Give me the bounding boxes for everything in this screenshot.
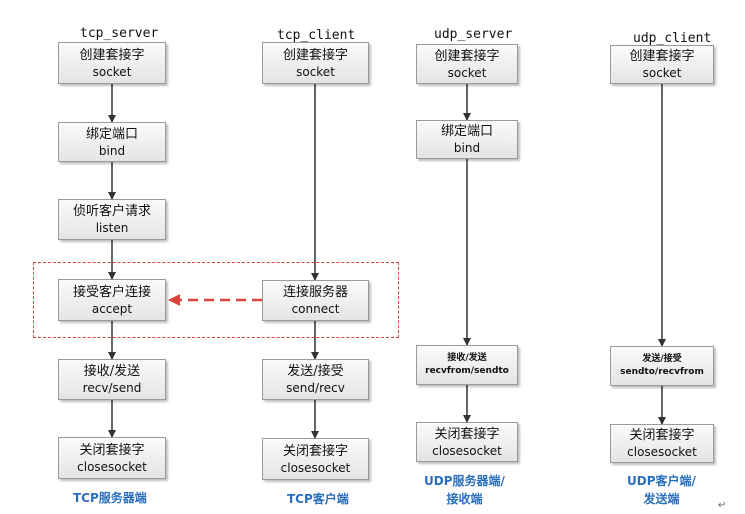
udp-server-recvfrom-box: 接收/发送 recvfrom/sendto xyxy=(416,345,518,385)
step-function: bind xyxy=(453,141,481,155)
tcp-client-socket-box: 创建套接字 socket xyxy=(262,42,369,84)
step-label: 创建套接字 xyxy=(282,47,348,63)
udp-server-socket-box: 创建套接字 socket xyxy=(416,44,518,84)
step-function: socket xyxy=(296,64,335,79)
step-function: socket xyxy=(447,65,487,80)
step-label: 创建套接字 xyxy=(629,49,695,64)
udp-server-bind-box: 绑定端口 bind xyxy=(416,120,518,159)
footer-line: UDP服务器端/ xyxy=(424,474,505,488)
step-function: socket xyxy=(92,64,132,79)
udp-client-title: udp_client xyxy=(633,31,712,46)
udp-client-close-box: 关闭套接字 closesocket xyxy=(610,424,714,463)
step-label: 创建套接字 xyxy=(79,47,145,63)
step-label: 关闭套接字 xyxy=(434,426,500,442)
step-function: send/recv xyxy=(286,381,345,395)
udp-server-footer: UDP服务器端/ 接收端 xyxy=(424,472,505,508)
step-label: 发送/接受 xyxy=(642,354,682,364)
udp-client-socket-box: 创建套接字 socket xyxy=(610,45,714,84)
step-label: 绑定端口 xyxy=(440,124,493,139)
tcp-server-recv-box: 接收/发送 recv/send xyxy=(58,359,166,400)
tcp-server-accept-box: 接受客户连接 accept xyxy=(58,279,166,321)
udp-server-close-box: 关闭套接字 closesocket xyxy=(416,422,518,462)
tcp-server-close-box: 关闭套接字 closesocket xyxy=(58,437,166,479)
tcp-client-send-box: 发送/接受 send/recv xyxy=(262,359,369,400)
udp-client-sendto-box: 发送/接受 sendto/recvfrom xyxy=(610,346,714,386)
footer-line: UDP客户端/ xyxy=(627,474,696,488)
step-label: 接收/发送 xyxy=(83,364,141,379)
footer-line: 接收端 xyxy=(446,492,483,506)
step-function: closesocket xyxy=(280,460,351,475)
step-label: 关闭套接字 xyxy=(629,428,695,443)
step-function: sendto/recvfrom xyxy=(620,367,704,377)
step-function: bind xyxy=(98,143,126,158)
step-label: 连接服务器 xyxy=(282,285,348,300)
step-label: 关闭套接字 xyxy=(282,443,348,459)
tcp-client-footer: TCP客户端 xyxy=(287,492,349,506)
step-label: 接受客户连接 xyxy=(72,284,151,300)
step-label: 发送/接受 xyxy=(287,364,344,379)
step-label: 关闭套接字 xyxy=(79,442,145,458)
udp-client-footer: UDP客户端/ 发送端 xyxy=(627,472,696,508)
step-function: closesocket xyxy=(77,459,147,474)
step-function: recv/send xyxy=(82,381,142,395)
step-function: recvfrom/sendto xyxy=(425,366,509,376)
tcp-server-footer: TCP服务器端 xyxy=(73,491,147,505)
step-function: closesocket xyxy=(627,445,697,459)
footer-line: 发送端 xyxy=(643,492,680,506)
tcp-server-listen-box: 侦听客户请求 listen xyxy=(58,199,166,240)
tcp-client-connect-box: 连接服务器 connect xyxy=(262,280,369,321)
tcp-handshake-highlight xyxy=(33,262,399,338)
step-function: closesocket xyxy=(432,443,502,458)
tcp-client-close-box: 关闭套接字 closesocket xyxy=(262,438,369,480)
tcp-server-title: tcp_server xyxy=(80,26,159,41)
step-label: 侦听客户请求 xyxy=(72,204,151,219)
step-label: 接收/发送 xyxy=(447,353,487,363)
udp-server-title: udp_server xyxy=(434,27,513,42)
step-function: accept xyxy=(91,301,133,316)
step-function: socket xyxy=(642,66,682,80)
tcp-server-socket-box: 创建套接字 socket xyxy=(58,42,166,84)
tcp-client-title: tcp_client xyxy=(277,28,356,43)
step-label: 创建套接字 xyxy=(434,48,500,64)
paragraph-end-mark: ↵ xyxy=(718,500,727,511)
step-label: 绑定端口 xyxy=(85,126,138,142)
tcp-server-bind-box: 绑定端口 bind xyxy=(58,122,166,162)
step-function: connect xyxy=(291,302,340,316)
step-function: listen xyxy=(95,221,129,235)
